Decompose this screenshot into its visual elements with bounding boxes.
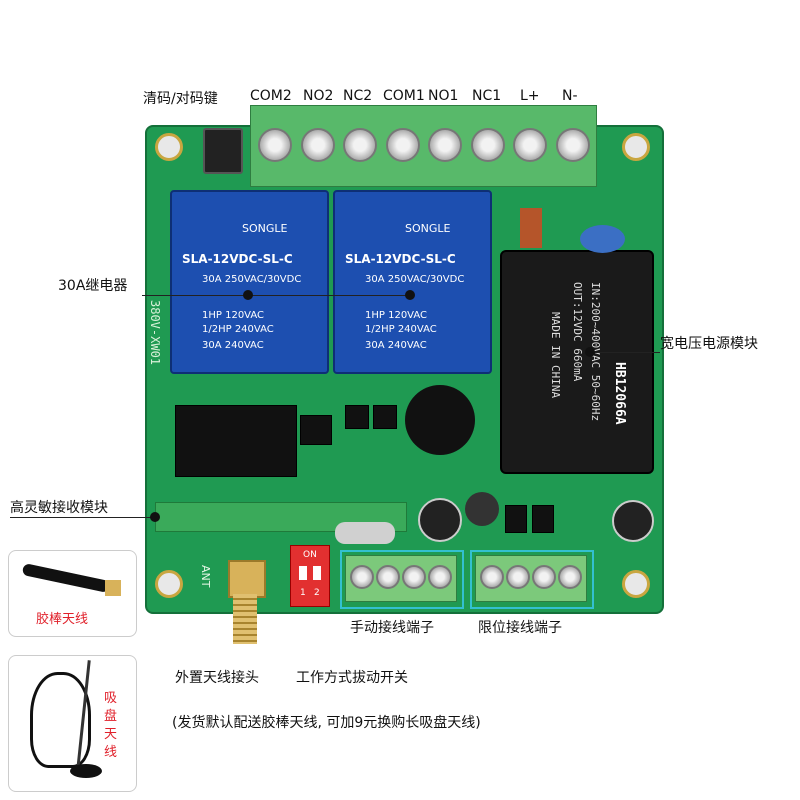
- terminal-screw[interactable]: [385, 128, 420, 162]
- terminal-label: NC1: [472, 88, 502, 104]
- leader-dot: [243, 290, 253, 300]
- manual-terminal-label: 手动接线端子: [350, 620, 434, 636]
- mode-switch-label: 工作方式拔动开关: [296, 670, 408, 686]
- limit-terminal-box: [470, 550, 594, 609]
- mode-dip-switch[interactable]: ON 1 2: [290, 545, 330, 607]
- relay-leader-line: [142, 295, 412, 296]
- terminal-screw[interactable]: [343, 128, 377, 162]
- terminal-screw[interactable]: [428, 565, 452, 589]
- ic-chip: [175, 405, 297, 477]
- relay-model: SLA-12VDC-SL-C: [345, 252, 456, 266]
- psu-line: OUT:12VDC 660mA: [571, 282, 584, 382]
- transistor: [345, 405, 369, 429]
- dip-pos-1: 1: [300, 588, 306, 598]
- terminal-screw[interactable]: [402, 565, 426, 589]
- footer-note: (发货默认配送胶棒天线, 可加9元换购长吸盘天线): [172, 715, 481, 731]
- mount-hole: [622, 133, 650, 161]
- terminal-screw[interactable]: [558, 565, 582, 589]
- terminal-screw[interactable]: [300, 128, 335, 162]
- terminal-screw[interactable]: [470, 128, 505, 162]
- electrolytic-capacitor: [418, 498, 462, 542]
- dip-pos-2: 2: [314, 588, 320, 598]
- terminal-label: N-: [562, 88, 578, 104]
- relay-brand: SONGLE: [242, 222, 288, 235]
- terminal-label: NC2: [343, 88, 373, 104]
- transistor: [505, 505, 527, 533]
- ant-silk: ANT: [199, 565, 212, 588]
- buzzer: [405, 385, 475, 455]
- clear-key-label: 清码/对码键: [143, 91, 218, 107]
- relay-model: SLA-12VDC-SL-C: [182, 252, 293, 266]
- terminal-label: COM1: [383, 88, 425, 104]
- leader-dot: [585, 347, 595, 357]
- suction-antenna-label: 吸盘天线: [104, 691, 118, 760]
- terminal-screw[interactable]: [513, 128, 547, 162]
- terminal-label: NO1: [428, 88, 459, 104]
- dip-on-label: ON: [303, 550, 317, 560]
- relay-label: 30A继电器: [58, 278, 128, 294]
- dip-toggle[interactable]: [313, 566, 321, 580]
- leader-dot: [150, 512, 160, 522]
- leader-dot: [405, 290, 415, 300]
- terminal-label: COM2: [250, 88, 292, 104]
- clear-key-button[interactable]: [203, 128, 243, 174]
- terminal-screw[interactable]: [258, 128, 292, 162]
- dip-toggle[interactable]: [299, 566, 307, 580]
- manual-terminal-box: [340, 550, 464, 609]
- relay-rating: 1/2HP 240VAC: [365, 324, 437, 335]
- terminal-screw[interactable]: [376, 565, 400, 589]
- relay-rating: 30A 240VAC: [365, 340, 427, 351]
- terminal-screw[interactable]: [428, 128, 462, 162]
- power-module-label: 宽电压电源模块: [660, 336, 758, 352]
- terminal-screw[interactable]: [555, 128, 590, 162]
- terminal-screw[interactable]: [480, 565, 504, 589]
- transistor: [532, 505, 554, 533]
- mount-hole: [622, 570, 650, 598]
- mount-hole: [155, 570, 183, 598]
- crystal: [335, 522, 395, 544]
- relay-rating: 30A 240VAC: [202, 340, 264, 351]
- terminal-screw[interactable]: [350, 565, 374, 589]
- rubber-antenna-connector: [105, 580, 121, 596]
- mount-hole: [155, 133, 183, 161]
- relay-rating: 30A 250VAC/30VDC: [365, 274, 465, 285]
- relay-1: SONGLE SLA-12VDC-SL-C 30A 250VAC/30VDC 1…: [170, 190, 329, 374]
- limit-terminal-label: 限位接线端子: [478, 620, 562, 636]
- capacitor: [580, 225, 625, 253]
- sma-connector[interactable]: [228, 560, 266, 598]
- board-silk: 380V-XW01: [148, 300, 162, 366]
- relay-rating: 1/2HP 240VAC: [202, 324, 274, 335]
- terminal-screw[interactable]: [532, 565, 556, 589]
- suction-antenna-base: [70, 764, 102, 778]
- terminal-label: NO2: [303, 88, 334, 104]
- capacitor: [520, 208, 542, 248]
- terminal-label: L+: [520, 88, 540, 104]
- power-module: IN:200~400VAC 50~60Hz OUT:12VDC 660mA MA…: [500, 250, 654, 474]
- suction-antenna-cable: [30, 672, 91, 768]
- psu-model: HB12066A: [612, 362, 627, 425]
- terminal-screw[interactable]: [506, 565, 530, 589]
- external-antenna-label: 外置天线接头: [175, 670, 259, 686]
- relay-rating: 30A 250VAC/30VDC: [202, 274, 302, 285]
- relay-brand: SONGLE: [405, 222, 451, 235]
- receiver-leader-line: [10, 517, 155, 518]
- rubber-antenna-label: 胶棒天线: [36, 612, 89, 627]
- electrolytic-capacitor: [612, 500, 654, 542]
- sma-thread: [233, 594, 257, 644]
- transistor: [373, 405, 397, 429]
- relay-rating: 1HP 120VAC: [365, 310, 428, 321]
- ic-chip: [300, 415, 332, 445]
- psu-line: MADE IN CHINA: [549, 312, 562, 399]
- receiver-module-label: 高灵敏接收模块: [10, 500, 108, 516]
- relay-2: SONGLE SLA-12VDC-SL-C 30A 250VAC/30VDC 1…: [333, 190, 492, 374]
- inductor: [465, 492, 499, 526]
- power-leader-line: [590, 352, 660, 353]
- relay-rating: 1HP 120VAC: [202, 310, 265, 321]
